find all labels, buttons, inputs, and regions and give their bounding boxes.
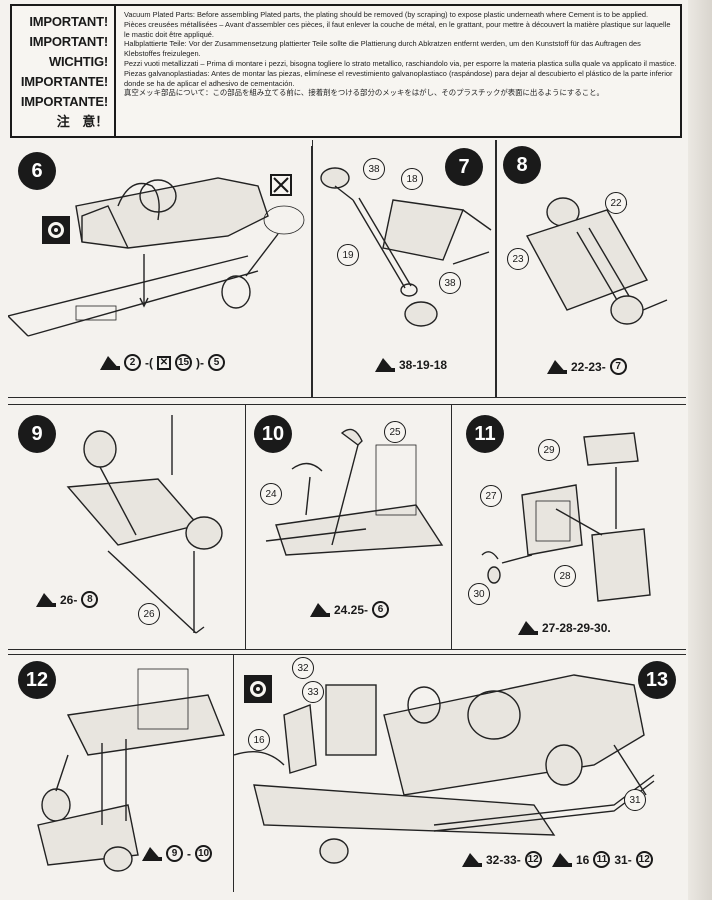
part-label-16: 16 xyxy=(248,729,270,751)
part-label-25: 25 xyxy=(384,421,406,443)
warning-paragraph-en: Vacuum Plated Parts: Before assembling P… xyxy=(124,10,649,19)
cement-hand-icon xyxy=(142,846,162,861)
step-7-reference: 38-19-18 xyxy=(375,358,447,372)
step-7-diagram xyxy=(320,167,492,327)
step-13-ref-1-text: 32-33- xyxy=(486,852,521,867)
step-8-reference: 22-23- 7 xyxy=(547,358,627,375)
step-12-panel: 12 9 - 10 xyxy=(8,654,234,892)
part-label-23: 23 xyxy=(507,248,529,270)
cement-hand-icon xyxy=(552,852,572,867)
step-6-ref-part-b: 15 xyxy=(175,354,192,371)
step-11-ref-text: 27-28-29-30. xyxy=(542,621,611,635)
warning-paragraph-jp: 真空メッキ部品について：この部品を組み立てる前に、接着剤をつける部分のメッキをは… xyxy=(124,88,604,98)
warning-labels: IMPORTANT! IMPORTANT! WICHTIG! IMPORTANT… xyxy=(12,6,116,136)
step-13-diagram xyxy=(234,674,655,864)
part-label-22: 22 xyxy=(605,192,627,214)
warning-label-jp: 注 意！ xyxy=(56,114,108,129)
step-10-ref-text: 24.25- xyxy=(334,602,369,617)
cement-hand-icon xyxy=(36,592,56,607)
part-label-29: 29 xyxy=(538,439,560,461)
step-13-ref-2-b: 11 xyxy=(593,851,611,868)
warning-label-fr: IMPORTANT! xyxy=(29,34,108,49)
step-8-panel: 8 22 23 22-23- 7 xyxy=(496,140,686,398)
plating-warning-box: IMPORTANT! IMPORTANT! WICHTIG! IMPORTANT… xyxy=(10,4,682,138)
part-label-33: 33 xyxy=(302,681,324,703)
step-9-reference: 26- 8 xyxy=(36,591,99,608)
part-label-32: 32 xyxy=(292,657,314,679)
cross-box-icon xyxy=(270,174,292,196)
step-13-reference-2: 16 11 31- 12 xyxy=(552,851,653,868)
part-label-19: 19 xyxy=(337,244,359,266)
step-12-reference: 9 - 10 xyxy=(142,845,212,862)
warning-label-de: WICHTIG! xyxy=(48,54,108,69)
step-9-badge: 9 xyxy=(18,415,56,453)
step-6-ref-part-a: 2 xyxy=(124,354,141,371)
step-10-badge: 10 xyxy=(254,415,292,453)
step-12-ref-circle-a: 9 xyxy=(166,845,183,862)
cross-small-icon: ✕ xyxy=(157,355,171,370)
step-13-badge: 13 xyxy=(638,661,676,699)
step-11-reference: 27-28-29-30. xyxy=(518,621,611,635)
step-13-ref-2-c: 12 xyxy=(635,851,653,868)
warning-paragraph-de: Halbplattierte Teile: Vor der Zusammense… xyxy=(124,39,641,59)
step-6-badge: 6 xyxy=(18,152,56,190)
step-6-diagram xyxy=(8,177,305,337)
step-9-panel: 9 26 26- 8 xyxy=(8,404,246,650)
warning-paragraph-es: Piezas galvanoplastiadas: Antes de monta… xyxy=(124,68,673,88)
step-6-reference: 2 -( ✕ 15 )- 5 xyxy=(100,354,225,371)
cement-hand-icon xyxy=(547,359,567,374)
step-11-panel: 11 29 27 28 30 27-28-29-30. xyxy=(452,404,686,650)
part-label-28: 28 xyxy=(554,565,576,587)
step-10-ref-circle: 6 xyxy=(372,601,390,618)
warning-label-it: IMPORTANTE! xyxy=(20,74,108,89)
step-6-panel: 6 2 -( ✕ 15 )- 5 xyxy=(8,146,312,398)
step-8-ref-circle: 7 xyxy=(609,358,627,375)
step-12-diagram xyxy=(37,668,225,872)
step-13-ref-2-a: 16 xyxy=(576,852,590,867)
part-label-38-bottom: 38 xyxy=(439,272,461,294)
warning-paragraph-fr: Pièces creusées métallisées – Avant d'as… xyxy=(124,19,671,39)
step-6-ref-part-c: 5 xyxy=(208,354,225,371)
step-9-ref-text: 26- xyxy=(60,592,78,607)
part-label-18: 18 xyxy=(401,168,423,190)
warning-label-en: IMPORTANT! xyxy=(29,14,108,29)
step-8-diagram xyxy=(525,197,668,325)
step-7-badge: 7 xyxy=(445,148,483,186)
step-9-diagram xyxy=(66,415,223,634)
step-7-panel: 7 38 18 19 38 38-19-18 xyxy=(312,140,496,398)
step-9-ref-circle: 8 xyxy=(81,591,99,608)
step-7-ref-text: 38-19-18 xyxy=(399,358,448,372)
step-12-badge: 12 xyxy=(18,661,56,699)
warning-text: Vacuum Plated Parts: Before assembling P… xyxy=(124,10,678,98)
part-label-26: 26 xyxy=(138,603,160,625)
target-icon xyxy=(244,675,272,703)
step-13-ref-2-text: 31- xyxy=(614,852,632,867)
cement-hand-icon xyxy=(310,602,330,617)
target-icon xyxy=(42,216,70,244)
cement-hand-icon xyxy=(100,355,120,370)
cement-hand-icon xyxy=(375,358,395,372)
step-13-panel: 13 32 33 16 31 32-33- 12 16 11 31- 12 xyxy=(234,654,686,892)
cement-hand-icon xyxy=(518,621,538,635)
part-label-27: 27 xyxy=(480,485,502,507)
step-13-reference-1: 32-33- 12 xyxy=(462,851,542,868)
part-label-24: 24 xyxy=(260,483,282,505)
step-10-reference: 24.25- 6 xyxy=(310,601,390,618)
step-13-ref-1-circle: 12 xyxy=(524,851,542,868)
part-label-30: 30 xyxy=(468,583,490,605)
step-8-badge: 8 xyxy=(503,146,541,184)
step-8-ref-text: 22-23- xyxy=(571,359,606,374)
warning-label-es: IMPORTANTE! xyxy=(20,94,108,109)
step-10-diagram xyxy=(265,428,444,556)
step-11-badge: 11 xyxy=(466,415,504,453)
part-label-38-top: 38 xyxy=(363,158,385,180)
part-label-31: 31 xyxy=(624,789,646,811)
step-10-panel: 10 25 24 24.25- 6 xyxy=(246,404,452,650)
warning-paragraph-it: Pezzi vuoti metallizzati – Prima di mont… xyxy=(124,58,677,68)
step-12-ref-circle-b: 10 xyxy=(195,845,212,862)
step-11-diagram xyxy=(481,432,651,602)
page-edge xyxy=(688,0,712,900)
cement-hand-icon xyxy=(462,852,482,867)
